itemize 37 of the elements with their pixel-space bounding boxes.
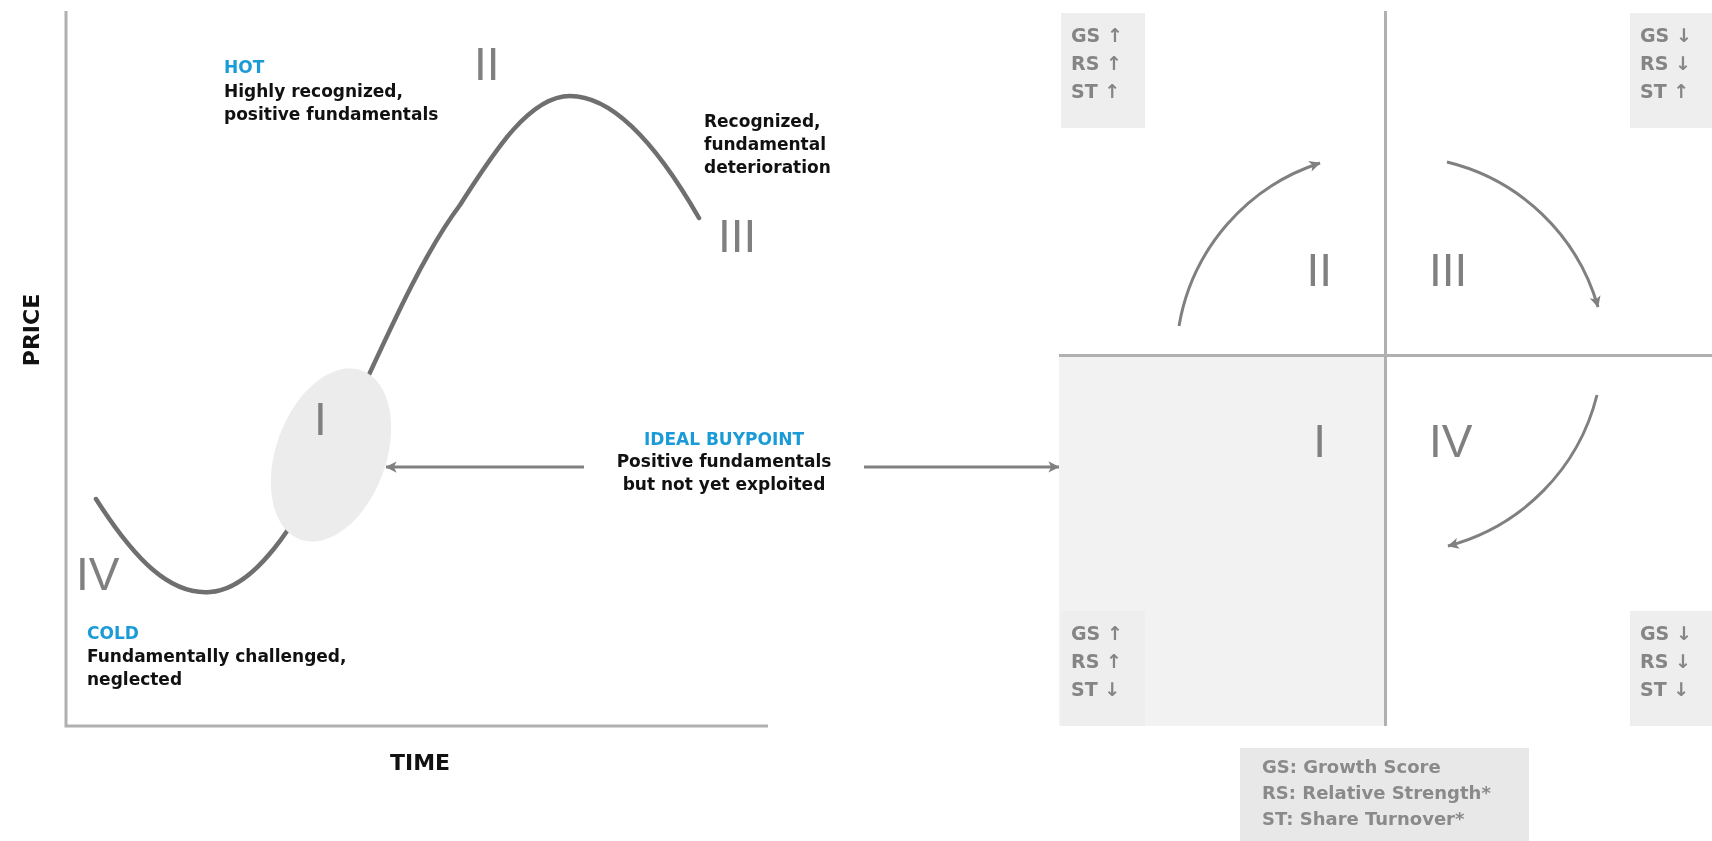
- quadrant-numeral: III: [1429, 246, 1468, 294]
- quadrant-numeral: II: [1306, 246, 1332, 294]
- callout-text: Positive fundamentals but not yet exploited: [615, 450, 833, 496]
- indicator-row-text: ST ↑: [1071, 79, 1121, 104]
- indicator-row-text: ST ↓: [1071, 677, 1121, 702]
- arrow: [864, 461, 1060, 473]
- indicator-row-text: ST ↓: [1640, 677, 1690, 702]
- quadrant-numeral: I: [1313, 417, 1326, 465]
- callout-heading: IDEAL BUYPOINT: [643, 428, 805, 450]
- phase-description: Highly recognized, positive fundamentals: [224, 80, 440, 126]
- phase-numeral: I: [314, 395, 327, 443]
- phase-description: Recognized, fundamental deterioration: [704, 110, 832, 179]
- indicator-row-text: GS ↑: [1071, 621, 1123, 646]
- key-entry: ST: Share Turnover*: [1262, 807, 1465, 831]
- indicator-row-text: ST ↑: [1640, 79, 1690, 104]
- indicator-row-text: RS ↓: [1640, 649, 1691, 674]
- indicator-row-text: GS ↓: [1640, 23, 1692, 48]
- quadrant-panel: [1059, 11, 1387, 357]
- quadrant-panel: [1387, 11, 1712, 357]
- phase-numeral: II: [474, 40, 500, 88]
- axis-label: PRICE: [19, 293, 45, 367]
- quadrant-numeral: IV: [1429, 417, 1473, 465]
- phase-heading: HOT: [224, 56, 265, 78]
- indicator-row-text: RS ↑: [1071, 649, 1122, 674]
- arrow: [385, 461, 584, 473]
- key-entry: GS: Growth Score: [1262, 755, 1441, 779]
- indicator-row-text: RS ↓: [1640, 51, 1691, 76]
- phase-description: Fundamentally challenged, neglected: [87, 645, 348, 691]
- phase-numeral: IV: [76, 550, 120, 598]
- key-entry: RS: Relative Strength*: [1262, 781, 1491, 805]
- indicator-row-text: RS ↑: [1071, 51, 1122, 76]
- indicator-row-text: GS ↑: [1071, 23, 1123, 48]
- axis-label: TIME: [389, 750, 451, 776]
- indicator-row-text: GS ↓: [1640, 621, 1692, 646]
- phase-heading: COLD: [87, 622, 139, 644]
- quadrant-panel: [1059, 357, 1387, 726]
- phase-numeral: III: [718, 212, 757, 260]
